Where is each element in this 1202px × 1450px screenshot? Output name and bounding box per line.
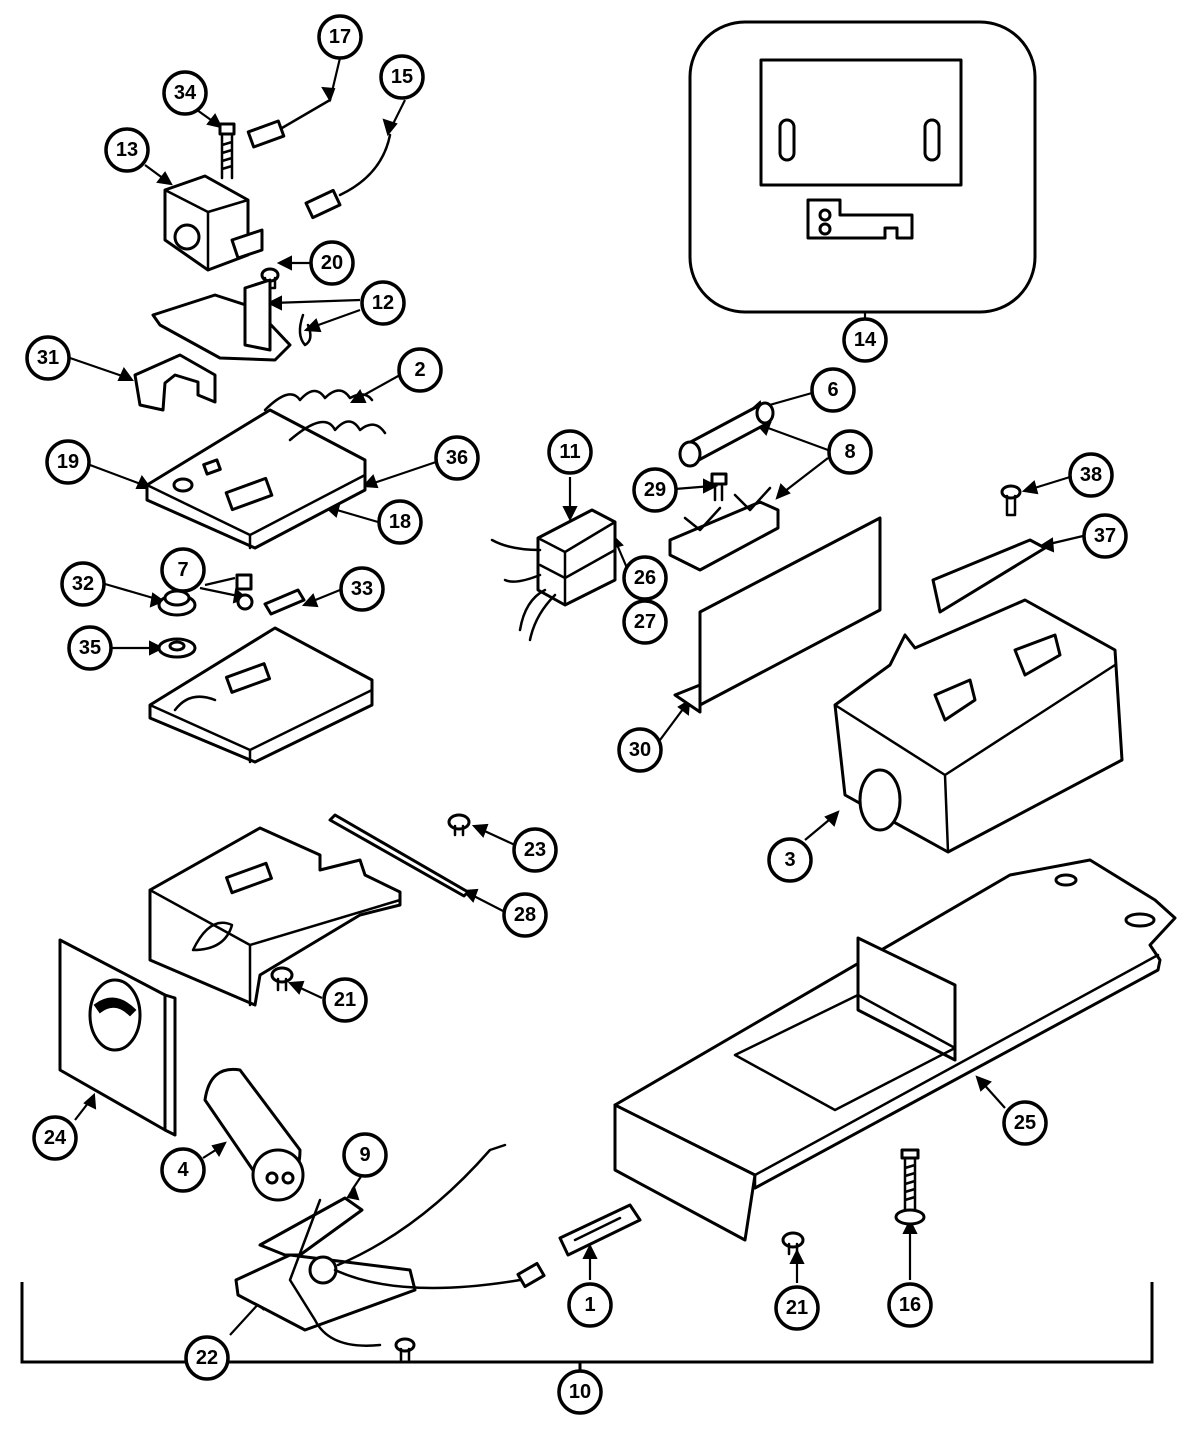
callout-35: 35 [67,625,113,671]
svg-text:21: 21 [786,1297,808,1319]
callout-15: 15 [379,54,425,100]
callout-21-lower: 21 [774,1285,820,1331]
svg-text:24: 24 [44,1127,67,1149]
callout-21-upper: 21 [322,977,368,1023]
svg-text:9: 9 [359,1144,370,1166]
callout-23: 23 [512,827,558,873]
svg-text:22: 22 [196,1347,218,1369]
svg-text:7: 7 [177,559,188,581]
callout-2: 2 [397,347,443,393]
callout-12: 12 [360,280,406,326]
callout-34: 34 [162,70,208,116]
svg-text:29: 29 [644,479,666,501]
svg-text:10: 10 [569,1381,591,1403]
callout-24: 24 [32,1115,78,1161]
svg-text:8: 8 [844,441,855,463]
callout-31: 31 [25,335,71,381]
svg-text:4: 4 [177,1159,189,1181]
svg-text:18: 18 [389,511,411,533]
callout-1: 1 [567,1282,613,1328]
callout-13: 13 [104,127,150,173]
callout-22: 22 [184,1335,230,1381]
callout-14: 14 [842,317,888,363]
svg-text:16: 16 [899,1294,921,1316]
callout-38: 38 [1068,452,1114,498]
svg-text:20: 20 [321,252,343,274]
callout-19: 19 [45,439,91,485]
callout-8: 8 [827,429,873,475]
svg-text:37: 37 [1094,525,1116,547]
svg-text:32: 32 [72,573,94,595]
svg-text:35: 35 [79,637,101,659]
svg-text:36: 36 [446,447,468,469]
callout-25: 25 [1002,1100,1048,1146]
callout-26: 26 [622,555,668,601]
svg-text:3: 3 [784,849,795,871]
svg-text:28: 28 [514,904,536,926]
svg-text:31: 31 [37,347,59,369]
part-drawings [20,20,1177,1372]
svg-text:25: 25 [1014,1112,1036,1134]
callout-27: 27 [622,599,668,645]
svg-text:30: 30 [629,739,651,761]
callout-9: 9 [342,1132,388,1178]
svg-text:23: 23 [524,839,546,861]
callout-37: 37 [1082,513,1128,559]
svg-text:21: 21 [334,989,356,1011]
arrowheads [83,86,1055,1311]
callout-bubbles: 17 15 34 13 20 12 31 2 19 36 18 14 6 8 1… [25,14,1128,1415]
svg-text:11: 11 [559,441,580,463]
svg-text:33: 33 [351,578,373,600]
callout-3: 3 [767,837,813,883]
callout-32: 32 [60,561,106,607]
svg-text:19: 19 [57,451,79,473]
svg-text:38: 38 [1080,464,1102,486]
svg-text:26: 26 [634,567,656,589]
callout-17: 17 [317,14,363,60]
callout-16: 16 [887,1282,933,1328]
callout-6: 6 [810,367,856,413]
callout-18: 18 [377,499,423,545]
svg-text:27: 27 [634,611,656,633]
callout-28: 28 [502,892,548,938]
callout-10: 10 [557,1369,603,1415]
svg-text:34: 34 [174,82,197,104]
svg-text:12: 12 [372,292,394,314]
callout-4: 4 [160,1147,206,1193]
callout-29: 29 [632,467,678,513]
svg-text:13: 13 [116,139,138,161]
svg-text:1: 1 [584,1294,595,1316]
callout-36: 36 [434,435,480,481]
svg-text:6: 6 [827,379,838,401]
callout-20: 20 [309,240,355,286]
svg-text:17: 17 [329,26,351,48]
svg-text:2: 2 [414,359,425,381]
assembly-bracket [20,1282,1154,1364]
svg-text:15: 15 [391,66,413,88]
callout-7: 7 [160,547,206,593]
svg-text:14: 14 [854,329,877,351]
callout-33: 33 [339,566,385,612]
callout-11: 11 [547,429,593,475]
callout-30: 30 [617,727,663,773]
